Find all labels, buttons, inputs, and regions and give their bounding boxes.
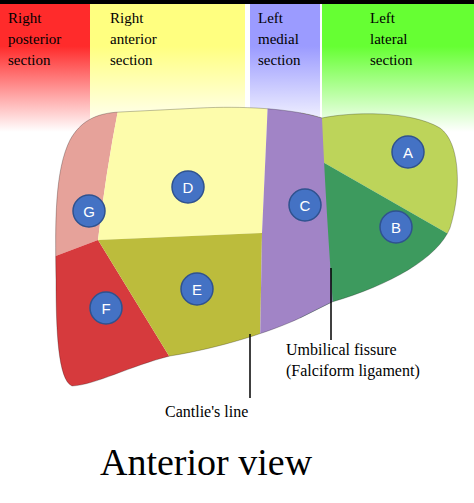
leader-line bbox=[330, 268, 332, 340]
annotation-label: Cantlie's line bbox=[165, 401, 305, 422]
segment-letter: D bbox=[171, 170, 205, 204]
segment-circle: G bbox=[72, 194, 106, 228]
segment-d bbox=[98, 100, 268, 240]
segment-circle: A bbox=[391, 135, 425, 169]
segment-e bbox=[98, 233, 262, 400]
segment-letter: C bbox=[288, 188, 322, 222]
circle-fill bbox=[172, 171, 204, 203]
circle-fill bbox=[181, 273, 213, 305]
segment-circle: D bbox=[171, 170, 205, 204]
segment-letter: B bbox=[379, 210, 413, 244]
liver-outline bbox=[56, 107, 458, 386]
section-name: Left lateral section bbox=[370, 8, 436, 71]
segment-circle: E bbox=[180, 272, 214, 306]
section-name: Left medial section bbox=[258, 8, 318, 71]
annotation-label: Umbilical fissure (Falciform ligament) bbox=[286, 339, 458, 381]
segment-circle: B bbox=[379, 210, 413, 244]
circle-fill bbox=[73, 195, 105, 227]
circle-fill bbox=[289, 189, 321, 221]
section-band: Right posterior section bbox=[0, 0, 90, 132]
circle-fill bbox=[90, 292, 122, 324]
top-rule bbox=[0, 0, 474, 4]
segment-circle: F bbox=[89, 291, 123, 325]
segment-letter: E bbox=[180, 272, 214, 306]
figure-caption: Anterior view bbox=[100, 440, 312, 484]
circle-fill bbox=[392, 136, 424, 168]
section-name: Right anterior section bbox=[110, 8, 185, 71]
segment-letter: G bbox=[72, 194, 106, 228]
segment-letter: F bbox=[89, 291, 123, 325]
section-band: Left lateral section bbox=[322, 0, 474, 132]
segment-letter: A bbox=[391, 135, 425, 169]
segment-circle: C bbox=[288, 188, 322, 222]
leader-line bbox=[249, 334, 251, 398]
section-name: Right posterior section bbox=[8, 8, 84, 71]
circle-fill bbox=[380, 211, 412, 243]
